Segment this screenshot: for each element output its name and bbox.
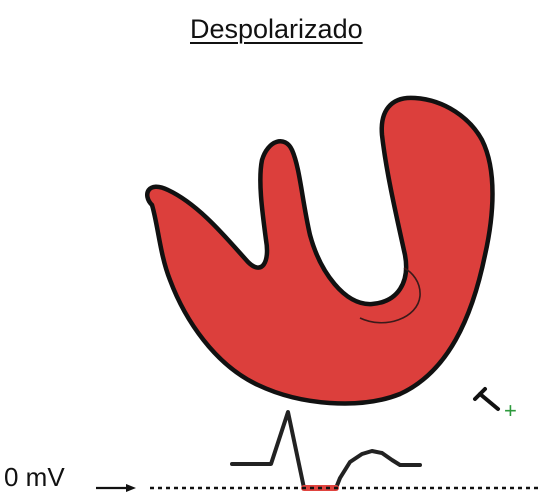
heart-ventricles-shape xyxy=(147,98,492,404)
electrode-plus-sign: + xyxy=(504,398,517,423)
electrode-icon xyxy=(475,389,498,409)
arrow-right-icon xyxy=(96,484,136,492)
baseline-label: 0 mV xyxy=(4,462,65,492)
ecg-trace xyxy=(232,412,420,488)
